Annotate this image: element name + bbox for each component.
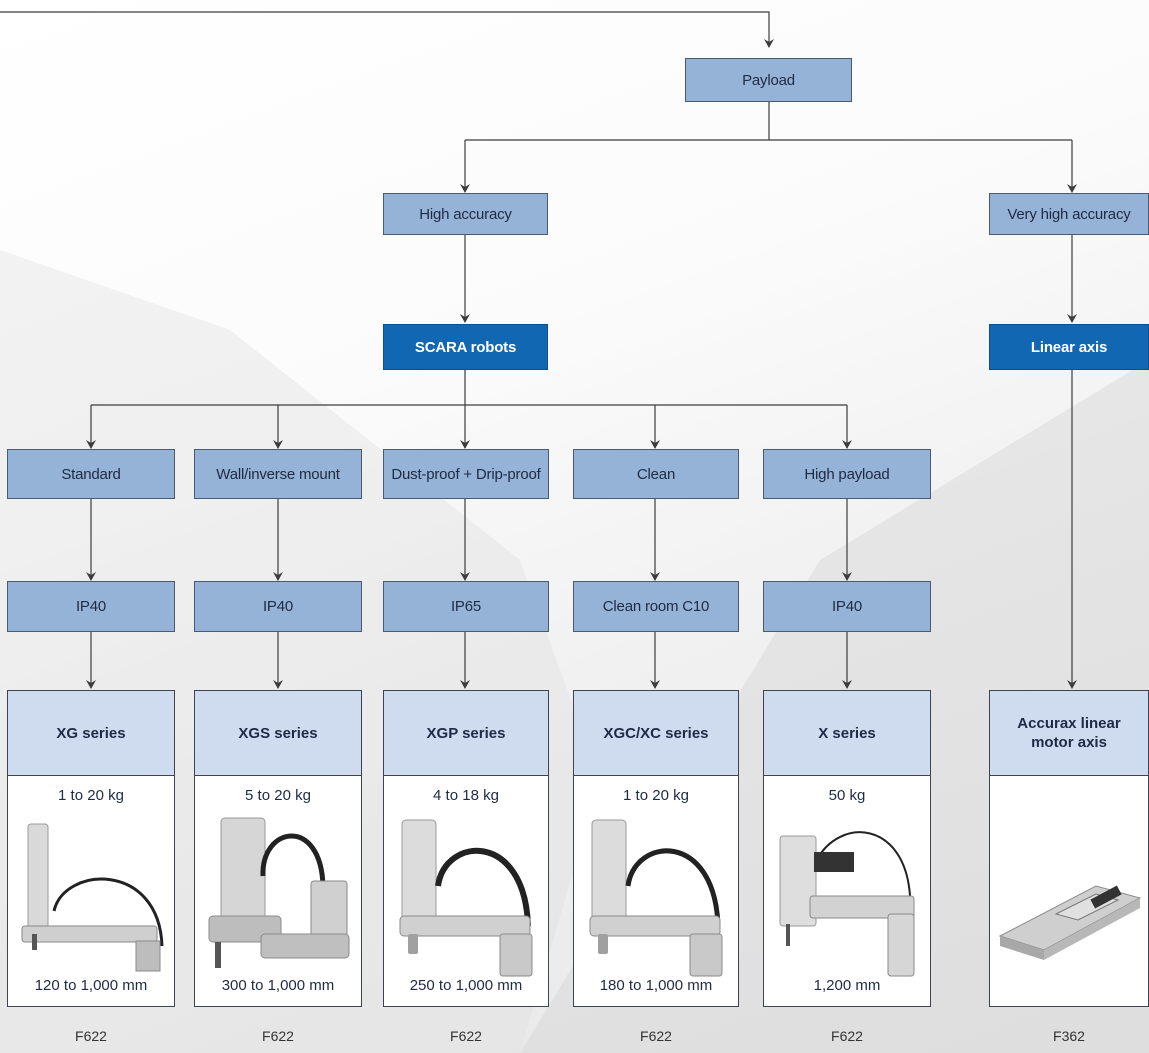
rating-clean-node: Clean room C10	[573, 581, 739, 632]
product-payload: 50 kg	[828, 787, 866, 804]
type-clean-node: Clean	[573, 449, 739, 499]
scara-robot-icon	[399, 819, 533, 977]
rating-standard-node: IP40	[7, 581, 175, 632]
product-payload: 5 to 20 kg	[245, 787, 311, 804]
product-reach: 180 to 1,000 mm	[599, 977, 713, 994]
product-reach: 1,200 mm	[813, 977, 881, 994]
type-dust-drip-node: Dust-proof + Drip-proof	[383, 449, 549, 499]
catalogue-code: F622	[262, 1028, 294, 1044]
product-card-xgp: XGP series 4 to 18 kg 250 to 1,000 mm	[383, 690, 549, 1007]
linear-motor-axis-icon	[998, 885, 1142, 960]
product-name: XG series	[8, 691, 174, 776]
linear-axis-node: Linear axis	[989, 324, 1149, 370]
scara-robot-icon	[21, 823, 164, 972]
catalogue-code: F622	[450, 1028, 482, 1044]
catalogue-code: F622	[640, 1028, 672, 1044]
scara-robot-icon	[779, 831, 915, 977]
product-payload: 4 to 18 kg	[433, 787, 499, 804]
rating-dust-drip-node: IP65	[383, 581, 549, 632]
product-name: Accurax linear motor axis	[990, 691, 1148, 776]
rating-wall-inverse-node: IP40	[194, 581, 362, 632]
product-payload: 1 to 20 kg	[58, 787, 124, 804]
product-name: XGS series	[195, 691, 361, 776]
high-accuracy-node: High accuracy	[383, 193, 548, 235]
product-card-xgc-xc: XGC/XC series 1 to 20 kg 180 to 1,000 mm	[573, 690, 739, 1007]
rating-high-payload-node: IP40	[763, 581, 931, 632]
catalogue-code: F362	[1053, 1028, 1085, 1044]
product-reach: 300 to 1,000 mm	[221, 977, 335, 994]
product-name: XGP series	[384, 691, 548, 776]
type-standard-node: Standard	[7, 449, 175, 499]
catalogue-code: F622	[75, 1028, 107, 1044]
scara-robot-icon	[589, 819, 723, 977]
scara-robot-icon	[208, 817, 350, 968]
catalogue-code: F622	[831, 1028, 863, 1044]
product-card-accurax: Accurax linear motor axis	[989, 690, 1149, 1007]
product-card-xgs: XGS series 5 to 20 kg 300 to 1,000 mm	[194, 690, 362, 1007]
product-card-x: X series 50 kg 1,200 mm	[763, 690, 931, 1007]
product-name: X series	[764, 691, 930, 776]
scara-robots-node: SCARA robots	[383, 324, 548, 370]
product-reach: 120 to 1,000 mm	[34, 977, 148, 994]
type-high-payload-node: High payload	[763, 449, 931, 499]
very-high-accuracy-node: Very high accuracy	[989, 193, 1149, 235]
product-name: XGC/XC series	[574, 691, 738, 776]
type-wall-inverse-node: Wall/inverse mount	[194, 449, 362, 499]
product-card-xg: XG series 1 to 20 kg 120 to 1,000 mm	[7, 690, 175, 1007]
product-reach: 250 to 1,000 mm	[409, 977, 523, 994]
payload-node: Payload	[685, 58, 852, 102]
product-payload: 1 to 20 kg	[623, 787, 689, 804]
